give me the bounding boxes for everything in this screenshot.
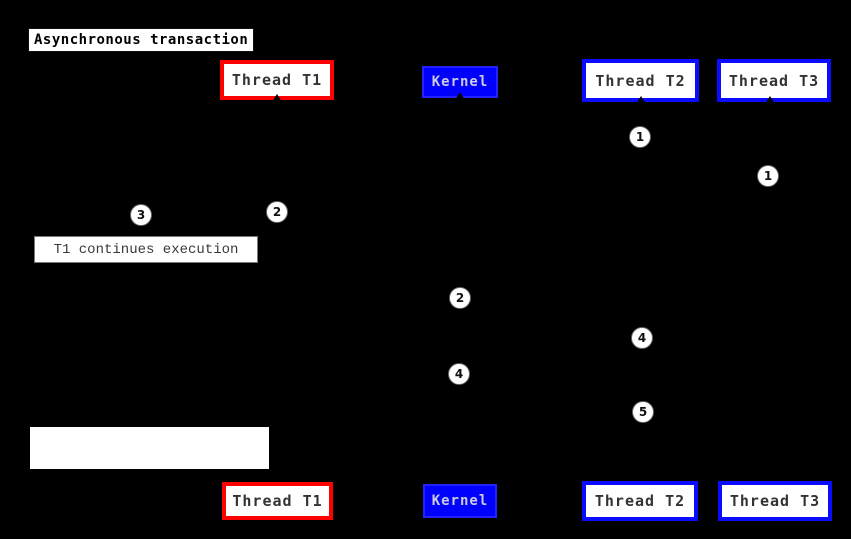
- diagram-title: Asynchronous transaction: [28, 28, 254, 52]
- actor-kernel-bottom: Kernel: [423, 484, 497, 518]
- actor-label: Kernel: [431, 74, 489, 90]
- actor-thread-t3-bottom: Thread T3: [718, 481, 832, 521]
- actor-label: Thread T1: [231, 71, 323, 89]
- actor-label: Thread T2: [595, 71, 686, 90]
- lifeline-stub-kernel-top: [455, 92, 465, 100]
- lifeline-thread-t2: [640, 102, 641, 481]
- sequence-marker-5-t2: 5: [632, 401, 654, 423]
- actor-label: Thread T2: [594, 492, 686, 510]
- note-t1-continues: T1 continues execution: [34, 236, 258, 263]
- actor-label: Kernel: [431, 493, 489, 509]
- empty-note-box: [30, 427, 269, 469]
- actor-thread-t2-bottom: Thread T2: [582, 481, 698, 521]
- actor-thread-t1-bottom: Thread T1: [222, 482, 333, 520]
- lifeline-thread-t3: [769, 102, 770, 481]
- actor-label: Thread T3: [729, 492, 821, 510]
- sequence-marker-1-t2: 1: [629, 126, 651, 148]
- lifeline-thread-t1: [276, 100, 277, 482]
- actor-label: Thread T3: [728, 71, 820, 90]
- lifeline-stub-t2-top: [636, 96, 646, 104]
- lifeline-stub-t3-top: [765, 96, 775, 104]
- actor-thread-t3-top: Thread T3: [717, 59, 831, 102]
- lifeline-stub-t1-top: [272, 94, 282, 102]
- sequence-marker-1-t3: 1: [757, 165, 779, 187]
- sequence-marker-4-kernel: 4: [448, 363, 470, 385]
- actor-label: Thread T1: [232, 492, 323, 510]
- sequence-marker-3: 3: [130, 204, 152, 226]
- sequence-marker-2-kernel: 2: [449, 287, 471, 309]
- sequence-marker-4-t2: 4: [631, 327, 653, 349]
- sequence-marker-2-t1: 2: [266, 201, 288, 223]
- actor-thread-t2-top: Thread T2: [582, 59, 699, 102]
